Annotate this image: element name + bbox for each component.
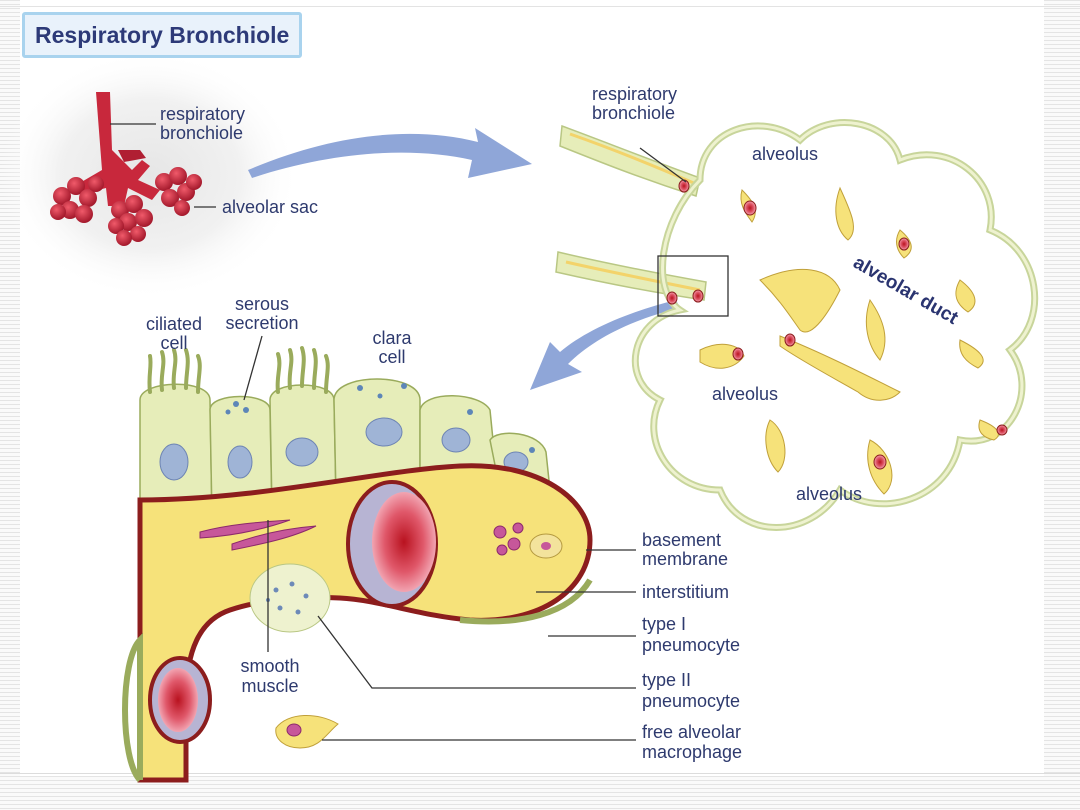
label-interstitium: interstitium	[642, 582, 729, 602]
label-basement-membrane: basement	[642, 530, 721, 550]
label-ciliated-cell-2: cell	[160, 333, 187, 353]
label-type2-pneumocyte: type II	[642, 670, 691, 690]
right-border-stripes	[1044, 0, 1080, 810]
label-alveolus-top: alveolus	[752, 144, 818, 164]
label-respiratory-bronchiole-inset-2: bronchiole	[160, 123, 243, 143]
slide-title-text: Respiratory Bronchiole	[35, 21, 290, 48]
label-free-alveolar-macrophage: free alveolar	[642, 722, 741, 742]
label-basement-membrane-2: membrane	[642, 549, 728, 569]
magnification-box	[657, 255, 729, 317]
label-ciliated-cell: ciliated	[146, 314, 202, 334]
label-serous-secretion-2: secretion	[225, 313, 298, 333]
tissue-detail	[122, 346, 593, 783]
label-serous-secretion: serous	[235, 294, 289, 314]
label-smooth-muscle: smooth	[240, 656, 299, 676]
slide-title: Respiratory Bronchiole	[22, 12, 303, 58]
top-rule	[0, 6, 1080, 7]
free-alveolar-macrophage-cell	[275, 714, 339, 749]
label-respiratory-bronchiole-detail: respiratory	[592, 84, 677, 104]
label-type1-pneumocyte-2: pneumocyte	[642, 635, 740, 655]
alveolar-duct-structure	[555, 119, 1039, 531]
label-alveolus-bottom: alveolus	[796, 484, 862, 504]
alveolar-sac-cluster	[50, 167, 202, 246]
label-clara-cell: clara	[372, 328, 412, 348]
label-clara-cell-2: cell	[378, 347, 405, 367]
label-respiratory-bronchiole-detail-2: bronchiole	[592, 103, 675, 123]
capillary-large	[346, 480, 438, 608]
label-alveolar-sac: alveolar sac	[222, 197, 318, 217]
capillary-small	[148, 656, 212, 744]
label-smooth-muscle-2: muscle	[241, 676, 298, 696]
zoom-arrow-left	[530, 300, 680, 390]
leader-lines	[243, 147, 687, 741]
bottom-rule	[0, 773, 1080, 774]
label-respiratory-bronchiole-inset: respiratory	[160, 104, 245, 124]
label-alveolus-middle: alveolus	[712, 384, 778, 404]
label-type1-pneumocyte: type I	[642, 614, 686, 634]
bronchiole-inset	[0, 50, 300, 300]
label-free-alveolar-macrophage-2: macrophage	[642, 742, 742, 762]
label-type2-pneumocyte-2: pneumocyte	[642, 691, 740, 711]
zoom-arrow-right	[248, 128, 532, 178]
